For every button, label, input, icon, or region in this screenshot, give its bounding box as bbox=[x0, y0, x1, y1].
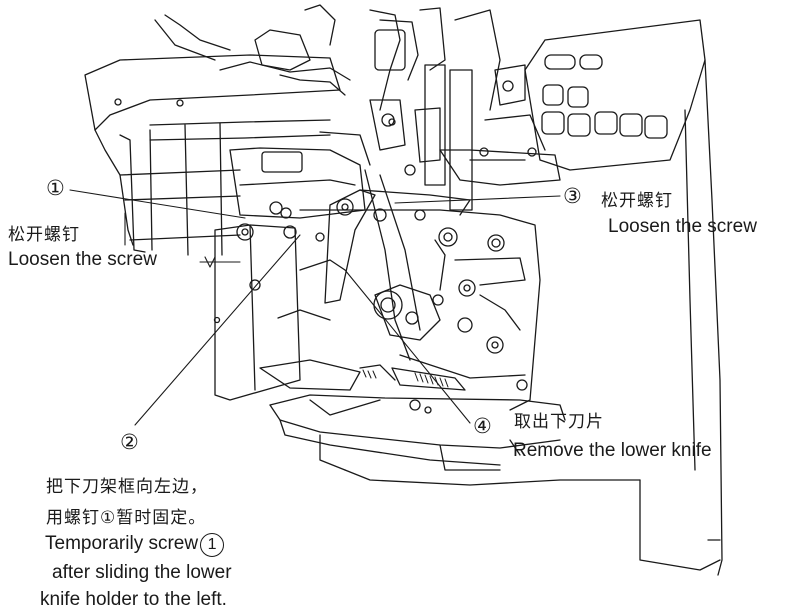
callout-2-zh-line1: 把下刀架框向左边， bbox=[46, 477, 208, 497]
upper-mechanism bbox=[219, 4, 501, 211]
callout-1-zh: 松开螺钉 bbox=[8, 225, 80, 245]
machine-body bbox=[213, 99, 561, 411]
callout-2-en-line1-num: 1 bbox=[200, 533, 225, 557]
callout-2-zh-line2: 用螺钉①暂时固定。 bbox=[46, 508, 207, 528]
leader-lines bbox=[69, 189, 561, 426]
callout-4-en: Remove the lower knife bbox=[513, 440, 712, 461]
callout-3-zh: 松开螺钉 bbox=[601, 191, 673, 211]
callout-1-number: ① bbox=[46, 176, 65, 200]
callout-4-number: ④ bbox=[473, 414, 492, 438]
callout-3-en: Loosen the screw bbox=[608, 216, 757, 237]
callout-1-en: Loosen the screw bbox=[8, 249, 157, 270]
callout-4-zh: 取出下刀片 bbox=[514, 412, 604, 432]
callout-2-number: ② bbox=[120, 430, 139, 454]
control-panel bbox=[494, 19, 723, 576]
callout-2-en-line3: knife holder to the left. bbox=[40, 589, 227, 610]
bed-plate bbox=[259, 354, 641, 486]
callout-2-en-line2: after sliding the lower bbox=[52, 562, 232, 583]
wire-guard bbox=[84, 14, 341, 256]
callout-2-en-line1-text: Temporarily screw bbox=[45, 533, 199, 554]
callout-3-number: ③ bbox=[563, 184, 582, 208]
